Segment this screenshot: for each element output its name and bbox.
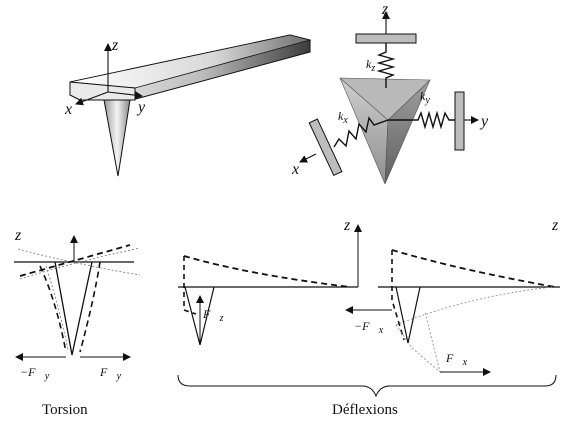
spring-model-illustration: z kz y ky x kx [291,1,489,185]
deflexion-z-axis-label: z [343,217,351,234]
deflexion-x-force-neg-label: −F⃗x [354,319,384,336]
kx-label: kx [338,109,348,126]
cantilever-y-label: y [136,99,146,116]
torsion-thin-tilted [17,248,141,276]
torsion-tip-dashed [39,261,101,353]
deflexion-x-dashed-beam [391,249,556,288]
torsion-force-right-label: F⃗y [99,365,122,382]
deflexion-x-tip [395,286,421,344]
deflexion-x-force-label: F⃗x [445,351,468,368]
cantilever-z-label: z [111,37,119,54]
cantilever-x-axis [75,91,109,106]
y-plate [454,91,465,151]
z-plate [355,33,417,44]
deflexion-x-panel: z −F⃗x F⃗x [345,217,560,376]
torsion-caption: Torsion [42,402,88,418]
x-plate [308,118,343,177]
y-spring [388,110,455,130]
x-axis-label: x [291,161,299,178]
deflexions-brace [177,374,557,398]
torsion-dashed-bar [19,244,131,277]
x-spring [333,116,389,148]
kz-label: kz [366,57,375,74]
deflexion-z-dashed-beam [183,255,351,288]
z-axis-label: z [381,1,389,18]
x-axis [299,153,317,163]
torsion-z-label: z [14,227,22,244]
deflexion-z-panel: z F⃗z [178,217,362,346]
deflexion-x-thin-beam [395,286,553,326]
cantilever-y-axis [107,91,143,100]
pyramid-top-face [339,77,431,121]
ky-label: ky [420,89,430,106]
cantilever-x-label: x [64,101,72,118]
cantilever-tip [103,99,131,177]
deflexion-x-axis-label: z [551,217,559,234]
z-spring [376,43,396,88]
deflexion-z-force-label: F⃗z [202,307,224,324]
torsion-force-left-label: −F⃗y [20,365,50,382]
cantilever-illustration: z x y [64,34,312,177]
y-axis-label: y [479,113,489,130]
deflexions-caption: Déflexions [332,402,398,418]
torsion-tip-solid [54,261,93,356]
torsion-panel: z −F⃗y F⃗y Torsion [14,227,141,418]
